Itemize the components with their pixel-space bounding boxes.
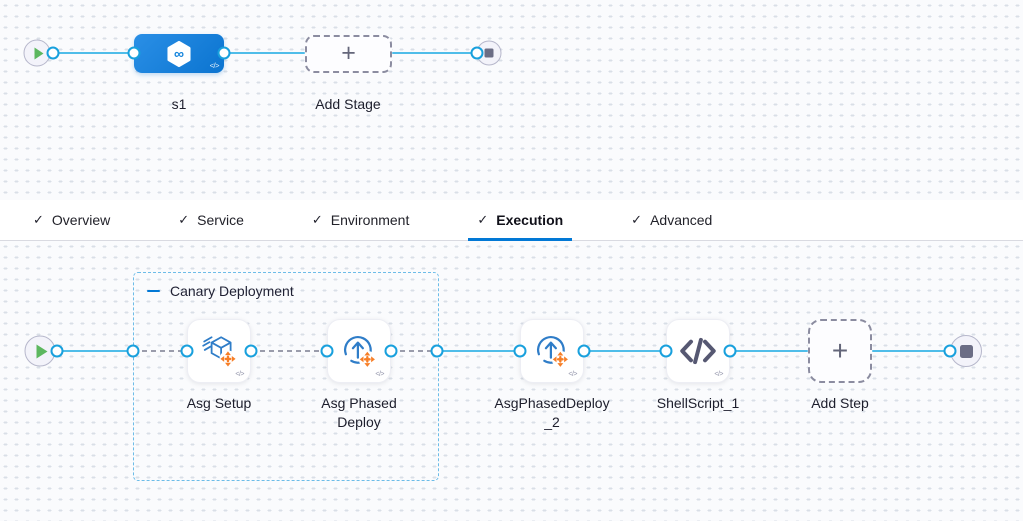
connector-point[interactable] [244, 344, 258, 358]
asg-phased-deploy-icon [344, 335, 376, 368]
asg-phased-deploy-icon [537, 335, 569, 368]
connector-point[interactable] [513, 344, 527, 358]
tab-label: Service [197, 212, 244, 228]
tab-label: Advanced [650, 212, 713, 228]
plus-icon: + [341, 39, 356, 67]
plus-icon: + [831, 335, 849, 366]
yaml-code-badge-icon: </> [235, 371, 244, 378]
step-asg-phased-deploy-2[interactable]: </> [520, 319, 584, 383]
check-icon: ✓ [311, 212, 323, 227]
connector-point[interactable] [659, 344, 673, 358]
stage-node-s1[interactable]: ∞ </> [134, 34, 224, 73]
connector-line [730, 349, 808, 353]
connector-point[interactable] [127, 46, 141, 60]
step-asg-setup[interactable]: </> [187, 319, 251, 383]
tab-service[interactable]: ✓ Service [169, 200, 253, 240]
connector-point[interactable] [50, 344, 64, 358]
tab-label: Environment [330, 212, 410, 228]
connector-point[interactable] [430, 344, 444, 358]
stage-pipeline-canvas: ∞ </> + s1 Add Stage [0, 0, 1023, 200]
step-group-label: Canary Deployment [170, 283, 294, 299]
connector-line-dashed [251, 350, 327, 352]
connector-line-dashed [133, 350, 187, 352]
step-name-label: ShellScript_1 [656, 395, 740, 411]
connector-point[interactable] [943, 344, 957, 358]
connector-point[interactable] [180, 344, 194, 358]
check-icon: ✓ [631, 212, 643, 227]
connector-point[interactable] [217, 46, 231, 60]
connector-line [48, 349, 133, 353]
stage-name-label: s1 [171, 96, 187, 112]
yaml-code-badge-icon: </> [714, 371, 723, 378]
collapse-group-icon[interactable] [147, 289, 160, 293]
connector-point[interactable] [320, 344, 334, 358]
stop-icon [484, 48, 494, 58]
shell-script-icon [680, 337, 716, 365]
connector-point[interactable] [384, 344, 398, 358]
harness-pipeline-hexagon-infinity-icon: ∞ [167, 40, 191, 67]
tab-advanced[interactable]: ✓ Advanced [622, 200, 721, 240]
connector-point[interactable] [723, 344, 737, 358]
step-asg-phased-deploy[interactable]: </> [327, 319, 391, 383]
tab-label: Overview [51, 212, 111, 228]
pipeline-start-node [23, 39, 51, 67]
yaml-code-badge-icon: </> [568, 371, 577, 378]
stop-icon [959, 344, 973, 358]
yaml-code-badge-icon: </> [209, 61, 220, 70]
check-icon: ✓ [33, 212, 44, 227]
tab-label: Execution [496, 212, 564, 228]
check-icon: ✓ [178, 212, 190, 227]
step-name-label: Asg Setup [186, 395, 252, 411]
step-shell-script-1[interactable]: </> [666, 319, 730, 383]
play-icon [34, 47, 43, 59]
tab-overview[interactable]: ✓ Overview [24, 200, 119, 240]
step-name-label: Asg Phased Deploy [321, 395, 397, 430]
add-stage-label: Add Stage [315, 96, 381, 112]
svg-text:∞: ∞ [174, 45, 184, 61]
connector-point[interactable] [577, 344, 591, 358]
step-name-label: AsgPhasedDeploy_2 [494, 395, 610, 430]
connector-line [392, 51, 477, 55]
stage-config-tab-bar: ✓ Overview ✓ Service ✓ Environment ✓ Exe… [0, 200, 1023, 241]
step-group-canary-deployment [133, 272, 439, 481]
add-stage-button[interactable]: + [305, 34, 392, 73]
yaml-code-badge-icon: </> [375, 371, 384, 378]
connector-line [224, 51, 305, 55]
connector-point[interactable] [126, 344, 140, 358]
connector-point[interactable] [46, 46, 60, 60]
check-icon: ✓ [477, 212, 489, 227]
step-group-header: Canary Deployment [147, 283, 294, 299]
add-step-button[interactable]: + [808, 319, 872, 383]
connector-line [437, 349, 520, 353]
play-icon [36, 344, 47, 358]
connector-line [872, 349, 950, 353]
tab-environment[interactable]: ✓ Environment [303, 200, 419, 240]
tab-execution[interactable]: ✓ Execution [468, 200, 572, 241]
asg-setup-icon [202, 336, 237, 368]
connector-line [584, 349, 666, 353]
connector-line [52, 51, 134, 55]
connector-point[interactable] [470, 46, 484, 60]
add-step-label: Add Step [811, 395, 869, 411]
connector-line-dashed [391, 350, 437, 352]
execution-steps-canvas: Canary Deployment [0, 241, 1023, 521]
